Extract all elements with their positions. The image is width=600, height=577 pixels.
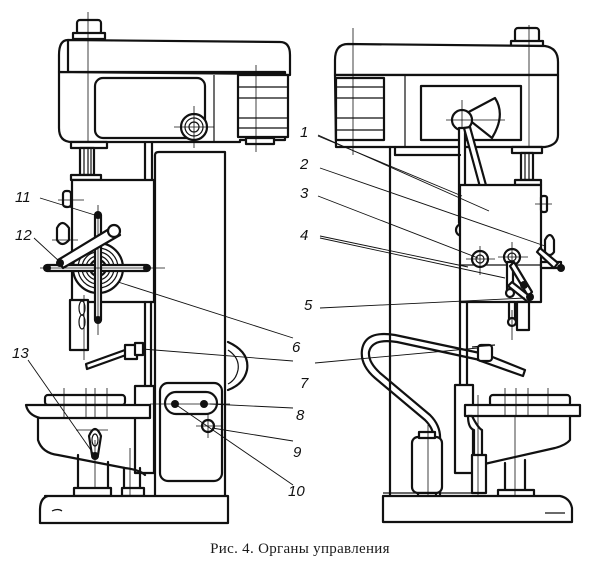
right-feed-box xyxy=(458,183,543,304)
callout-9: 9 xyxy=(293,444,302,461)
left-pulley-foot xyxy=(244,136,276,146)
left-handle-knob xyxy=(55,221,71,246)
right-head-top xyxy=(333,42,560,77)
callout-5: 5 xyxy=(304,297,313,314)
left-base xyxy=(38,494,230,525)
left-table-top xyxy=(43,393,127,407)
leader-3 xyxy=(317,195,479,259)
right-view xyxy=(333,25,582,524)
leader-12 xyxy=(33,237,61,263)
leader-6 xyxy=(117,281,294,339)
right-table xyxy=(463,403,582,418)
left-view xyxy=(24,12,292,525)
leader-10 xyxy=(174,403,294,486)
leader-8 xyxy=(209,403,294,409)
right-base xyxy=(381,494,574,524)
left-button-plate xyxy=(163,390,219,416)
right-coolant-pump xyxy=(410,435,444,495)
callout-labels: 1 2 3 4 5 6 7 8 9 10 11 12 13 xyxy=(12,124,313,500)
leader-7b xyxy=(314,347,479,364)
leader-2 xyxy=(319,167,546,247)
leader-lines xyxy=(27,134,546,486)
right-handle-2 xyxy=(557,264,565,272)
leader-9 xyxy=(211,427,294,442)
leader-5 xyxy=(319,297,526,309)
callout-2: 2 xyxy=(299,156,309,173)
leader-4a xyxy=(319,235,469,268)
callout-8: 8 xyxy=(296,407,305,424)
left-top-nut-base xyxy=(71,31,107,41)
figure-caption: Рис. 4. Органы управления xyxy=(210,541,390,557)
right-speed-dial xyxy=(461,96,501,140)
left-coolant-nozzle xyxy=(84,348,128,371)
callout-7: 7 xyxy=(300,375,309,392)
leader-1b xyxy=(317,135,463,197)
callout-6: 6 xyxy=(292,339,301,356)
right-knob-5 xyxy=(526,293,534,301)
callout-4: 4 xyxy=(300,227,308,244)
callout-13: 13 xyxy=(12,345,29,362)
callout-11: 11 xyxy=(15,189,31,206)
callout-3: 3 xyxy=(300,185,309,202)
right-table-post xyxy=(453,383,475,475)
left-head-top xyxy=(66,38,292,77)
leader-7a xyxy=(141,348,294,362)
left-head-window xyxy=(93,76,207,140)
callout-10: 10 xyxy=(288,483,305,500)
left-spindle xyxy=(78,146,96,177)
left-table-post xyxy=(133,384,156,475)
leader-13 xyxy=(27,359,96,457)
callout-1: 1 xyxy=(300,124,308,141)
right-spindle xyxy=(519,151,535,182)
leader-4b xyxy=(319,237,506,279)
left-side-wheel xyxy=(226,340,249,392)
callout-12: 12 xyxy=(15,227,32,244)
left-table xyxy=(24,403,152,420)
leader-11 xyxy=(39,197,99,217)
right-table-lift-screw xyxy=(470,453,488,495)
